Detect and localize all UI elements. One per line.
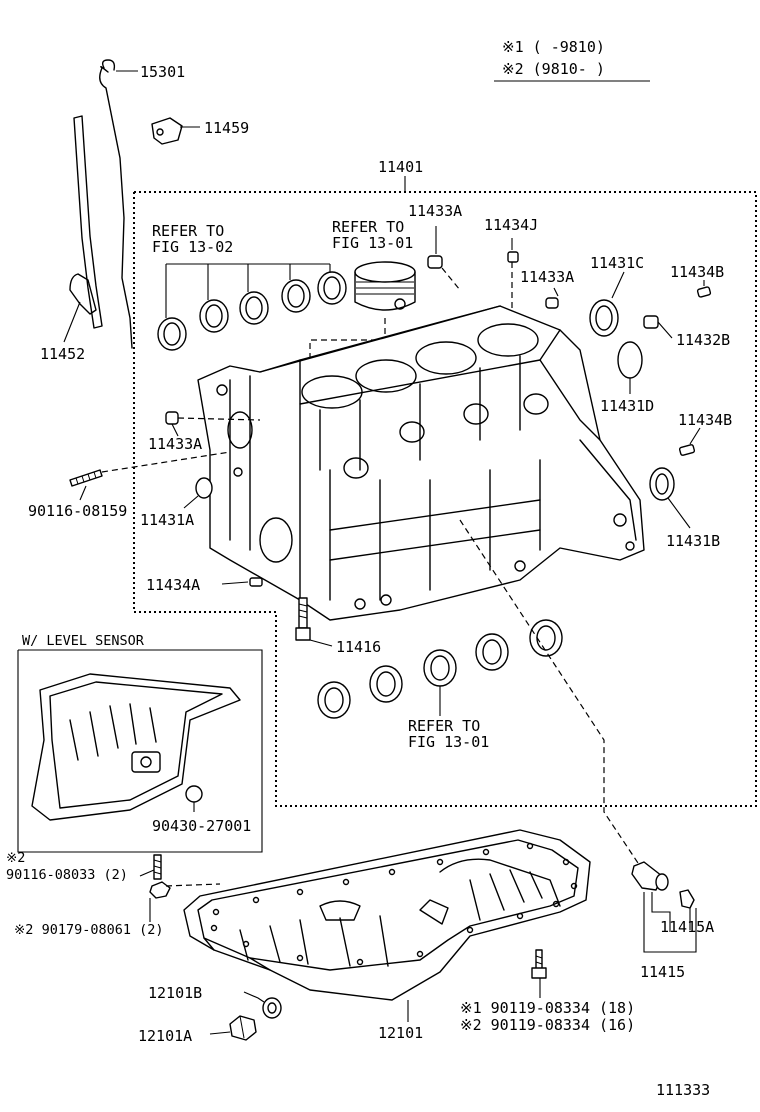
clamp-hole — [156, 128, 164, 136]
plug-11431D — [617, 341, 643, 379]
label-12101B: 12101B — [148, 984, 202, 1002]
label-90179-08061: ※2 90179-08061 (2) — [14, 922, 163, 938]
ref-main-line1: REFER TO — [408, 717, 480, 735]
oil-seal-11431C — [589, 299, 619, 337]
label-11432B: 11432B — [676, 331, 730, 349]
bearing-3 — [239, 291, 269, 325]
label-11434J: 11434J — [484, 216, 538, 234]
label-90116-08159: 90116-08159 — [28, 502, 127, 520]
ref-main-line2: FIG 13-01 — [408, 733, 489, 751]
gasket-12101B — [262, 997, 282, 1019]
label-90116-08033: 90116-08033 (2) — [6, 867, 128, 883]
label-12101A: 12101A — [138, 1027, 192, 1045]
label-15301: 15301 — [140, 63, 185, 81]
label-11459: 11459 — [204, 119, 249, 137]
cylinder-bore-2 — [355, 359, 417, 393]
oil-level-gauge — [69, 59, 183, 349]
lower-bearing-3 — [423, 649, 457, 687]
dipstick-guide-bracket — [69, 273, 97, 315]
legend: ※1 ( -9810) ※2 (9810- ) — [494, 38, 650, 82]
ref-piston-line2: FIG 13-01 — [332, 234, 413, 252]
drain-plug-12101A — [229, 1015, 257, 1041]
pin-11434B-top — [696, 286, 712, 298]
cylinder-block — [197, 305, 645, 621]
legend-note-1: ※1 ( -9810) — [502, 38, 605, 56]
label-11415A: 11415A — [660, 918, 714, 936]
bearing-4 — [281, 279, 311, 313]
nut-90179-08061 — [149, 881, 171, 899]
bearing-5 — [317, 271, 347, 305]
label-11434B-top: 11434B — [670, 263, 724, 281]
oil-pan-12101 — [183, 829, 591, 1001]
cylinder-bore-1 — [301, 375, 363, 409]
label-11431C: 11431C — [590, 254, 644, 272]
label-90116-08033-mark: ※2 — [6, 850, 25, 866]
piston — [354, 261, 416, 311]
plug-11433A-mid — [545, 297, 559, 309]
upper-bearings — [157, 263, 347, 351]
seal-11431A — [195, 477, 213, 499]
label-11434A: 11434A — [146, 576, 200, 594]
pin-11434A — [249, 577, 263, 587]
dipstick-wire — [99, 65, 133, 349]
dipstick-handle — [101, 59, 116, 71]
plug-11433A-top — [427, 255, 443, 269]
lower-bearings — [317, 619, 563, 719]
sensor-tip — [679, 889, 695, 909]
inset-title: W/ LEVEL SENSOR — [22, 633, 145, 649]
assembly-frame-11401 — [133, 176, 757, 807]
label-11415: 11415 — [640, 963, 685, 981]
cylinder-bore-4 — [477, 323, 539, 357]
plug-11433A-left — [165, 411, 179, 425]
bolt-90119-08334 — [531, 949, 547, 979]
label-11452: 11452 — [40, 345, 85, 363]
oil-seal-11431B — [649, 467, 675, 501]
lower-bearing-5 — [529, 619, 563, 657]
dipstick-guide-tube — [73, 115, 103, 329]
lower-bearing-4 — [475, 633, 509, 671]
pin-11434J — [507, 251, 519, 263]
label-11433A-top: 11433A — [408, 202, 462, 220]
figure-number: 111333 — [656, 1081, 710, 1099]
label-11401: 11401 — [378, 158, 423, 176]
label-90430-27001: 90430-27001 — [152, 817, 251, 835]
label-11431B: 11431B — [666, 532, 720, 550]
bearing-1 — [157, 317, 187, 351]
label-11416: 11416 — [336, 638, 381, 656]
ref-bearings-line2: FIG 13-02 — [152, 238, 233, 256]
cylinder-bore-3 — [415, 341, 477, 375]
oil-pressure-switch-11415A — [631, 861, 669, 891]
level-sensor — [131, 751, 161, 773]
label-12101: 12101 — [378, 1024, 423, 1042]
label-11431D: 11431D — [600, 397, 654, 415]
label-11434B-mid: 11434B — [678, 411, 732, 429]
label-90119-08334-16: ※2 90119-08334 (16) — [460, 1016, 635, 1034]
gasket-90430-27001 — [185, 785, 203, 803]
level-sensor-inset — [17, 649, 263, 853]
legend-note-2: ※2 (9810- ) — [502, 60, 605, 78]
label-11431A: 11431A — [140, 511, 194, 529]
plug-11432B — [643, 315, 659, 329]
label-11433A-mid: 11433A — [520, 268, 574, 286]
stud-90116-08033 — [153, 854, 162, 880]
ref-bearings-line1: REFER TO — [152, 222, 224, 240]
bearing-2 — [199, 299, 229, 333]
pin-11434B-mid — [678, 444, 696, 456]
lower-bearing-2 — [369, 665, 403, 703]
label-90119-08334-18: ※1 90119-08334 (18) — [460, 999, 635, 1017]
ref-piston-line1: REFER TO — [332, 218, 404, 236]
stud-bolt-90116-08159 — [69, 469, 103, 487]
lower-bearing-1 — [317, 681, 351, 719]
bolt-11416 — [295, 597, 311, 641]
guide-clamp-11459 — [151, 117, 183, 145]
label-11433A-left: 11433A — [148, 435, 202, 453]
